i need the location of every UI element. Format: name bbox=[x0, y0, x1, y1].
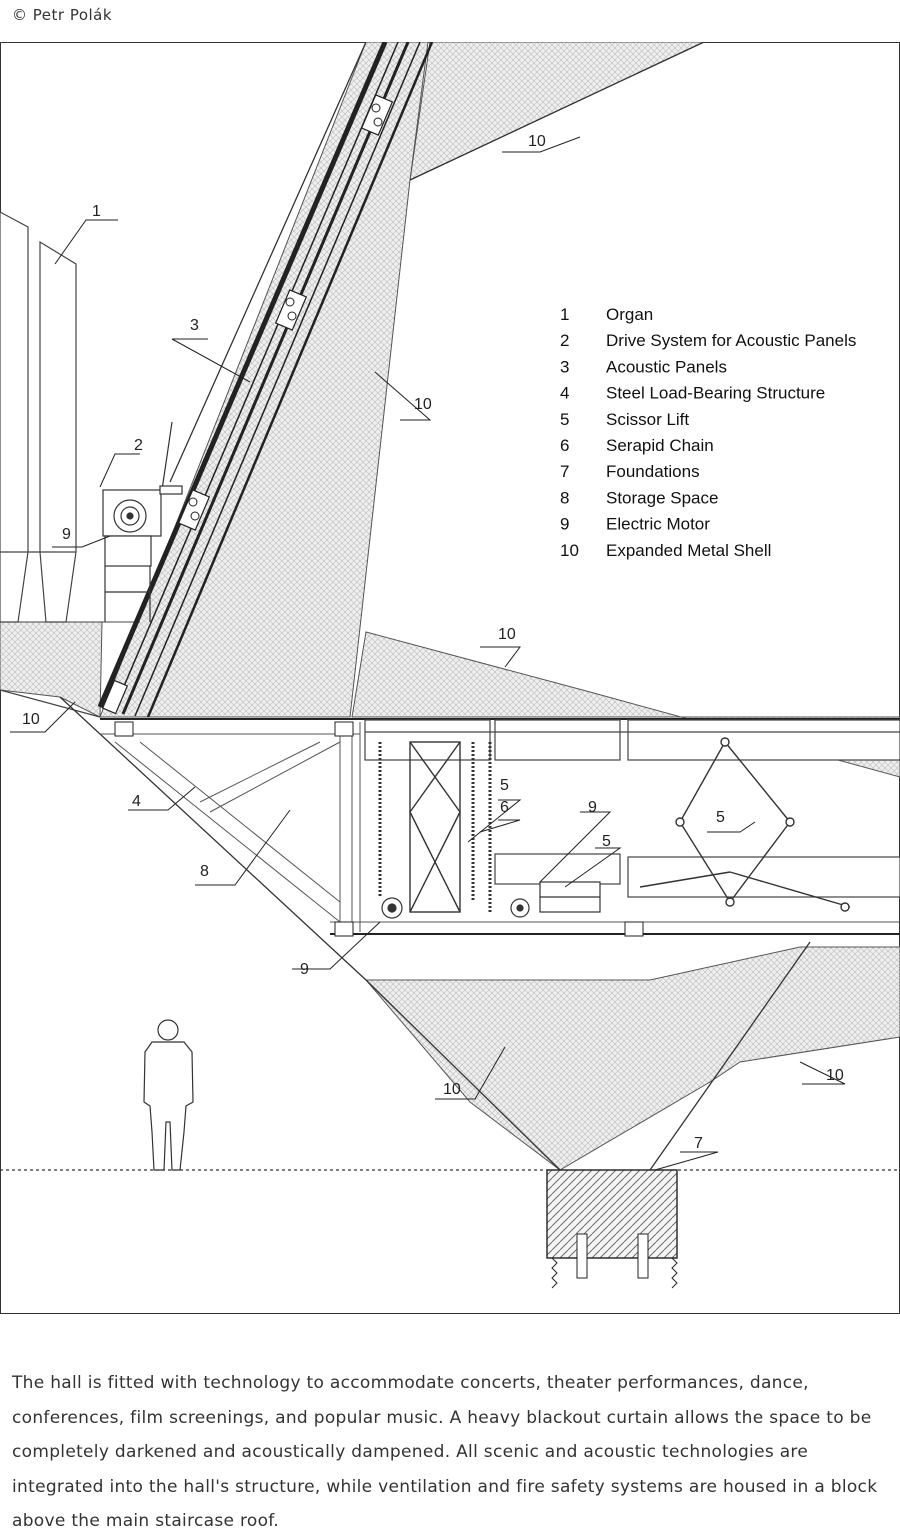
legend-label: Steel Load-Bearing Structure bbox=[606, 384, 825, 403]
callout-lift-c: 5 bbox=[716, 809, 725, 826]
callout-shell-roof: 10 bbox=[498, 626, 516, 643]
legend-label: Expanded Metal Shell bbox=[606, 541, 771, 560]
stage-platforms bbox=[364, 719, 900, 898]
hall-outline bbox=[59, 42, 811, 1171]
callout-foundation: 7 bbox=[694, 1135, 703, 1152]
legend-number: 4 bbox=[560, 384, 569, 403]
serapid-chain bbox=[378, 742, 492, 912]
callout-steel: 4 bbox=[132, 793, 141, 810]
callout-panels: 3 bbox=[190, 317, 199, 334]
legend-number: 3 bbox=[560, 357, 569, 376]
legend-label: Serapid Chain bbox=[606, 436, 714, 455]
callout-shell-mid: 10 bbox=[414, 396, 432, 413]
callout-shell-left: 10 bbox=[22, 711, 40, 728]
callout-chain: 6 bbox=[500, 799, 509, 816]
scissor-lift bbox=[409, 737, 851, 913]
callout-drive: 2 bbox=[134, 437, 143, 454]
callout-lift-a: 5 bbox=[500, 777, 509, 794]
legend-label: Electric Motor bbox=[606, 515, 710, 534]
callout-labels: 1 2 3 9 10 10 10 10 4 8 5 6 9 5 5 9 10 1… bbox=[22, 133, 844, 1152]
organ bbox=[0, 211, 77, 623]
electric-motor bbox=[381, 881, 601, 919]
legend-label: Foundations bbox=[606, 462, 700, 481]
drive-system bbox=[102, 421, 183, 622]
legend-label: Storage Space bbox=[606, 488, 718, 507]
callout-shell-bottom: 10 bbox=[443, 1081, 461, 1098]
legend-number: 5 bbox=[560, 410, 569, 429]
legend-number: 9 bbox=[560, 515, 569, 534]
callout-lift-b: 5 bbox=[602, 833, 611, 850]
acoustic-panels bbox=[97, 42, 434, 718]
legend-number: 6 bbox=[560, 436, 569, 455]
legend: 1 Organ 2 Drive System for Acoustic Panels 3… bbox=[560, 305, 856, 560]
legend-number: 2 bbox=[560, 331, 569, 350]
technical-section-drawing: 1 2 3 9 10 10 10 10 4 8 5 6 9 5 5 9 10 1… bbox=[0, 42, 900, 1314]
callout-leaders bbox=[10, 136, 846, 1171]
callout-organ: 1 bbox=[92, 203, 101, 220]
legend-number: 1 bbox=[560, 305, 569, 324]
foundation bbox=[546, 1169, 678, 1289]
legend-label: Scissor Lift bbox=[606, 410, 689, 429]
callout-motor-b: 9 bbox=[588, 799, 597, 816]
steel-structure bbox=[100, 718, 900, 937]
legend-number: 7 bbox=[560, 462, 569, 481]
photo-credit: © Petr Polák bbox=[12, 6, 113, 24]
callout-shell-top: 10 bbox=[528, 133, 546, 150]
callout-motor-a: 9 bbox=[62, 526, 71, 543]
legend-label: Drive System for Acoustic Panels bbox=[606, 331, 856, 350]
legend-number: 8 bbox=[560, 488, 569, 507]
caption-paragraph: The hall is fitted with technology to ac… bbox=[12, 1373, 878, 1531]
callout-storage: 8 bbox=[200, 863, 209, 880]
legend-label: Organ bbox=[606, 305, 653, 324]
legend-number: 10 bbox=[560, 541, 579, 560]
callout-shell-right: 10 bbox=[826, 1067, 844, 1084]
human-scale-figure bbox=[143, 1019, 194, 1171]
legend-label: Acoustic Panels bbox=[606, 357, 727, 376]
callout-motor-c: 9 bbox=[300, 961, 309, 978]
